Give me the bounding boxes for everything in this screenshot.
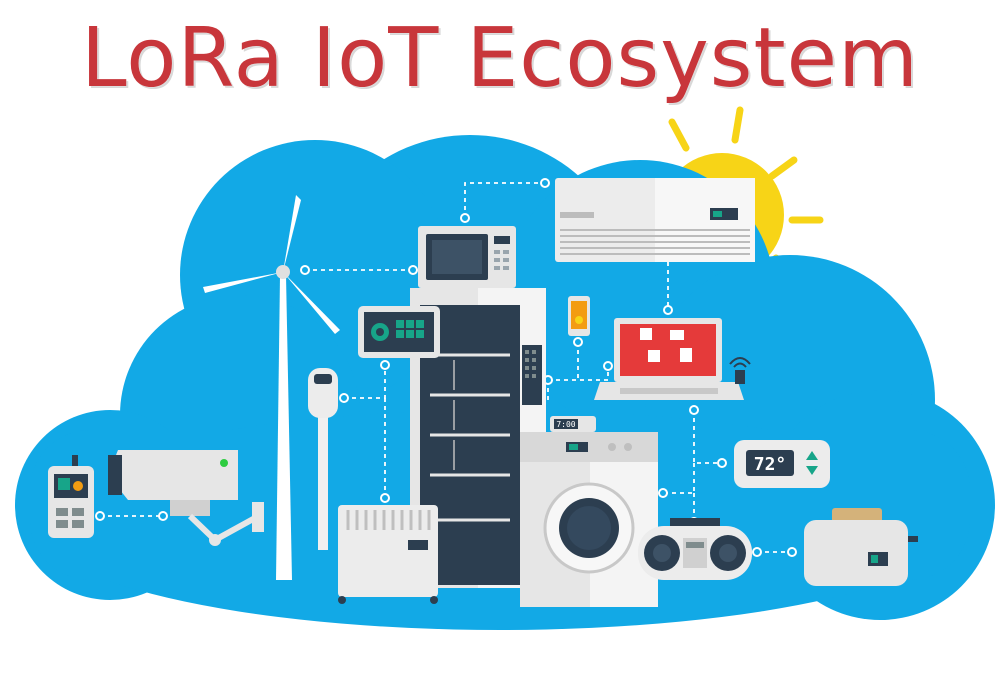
arrow-down-icon (806, 466, 818, 475)
wifi-router-icon (729, 357, 751, 384)
space-heater-icon (338, 505, 438, 604)
wind-turbine-icon (203, 195, 340, 580)
page-title: LoRa IoT Ecosystem (81, 11, 919, 106)
parking-meter-icon (308, 368, 338, 550)
boombox-icon (638, 518, 752, 580)
air-conditioner-icon (555, 178, 755, 262)
toaster-icon (804, 508, 918, 586)
gear-icon (371, 323, 389, 341)
laptop-icon (594, 318, 744, 400)
microwave-icon (418, 226, 516, 288)
tablet-icon (358, 306, 440, 358)
smartphone-icon (568, 296, 590, 336)
digital-clock-icon: 7:00 (550, 416, 596, 432)
arrow-up-icon (806, 451, 818, 460)
network-connectors (100, 182, 790, 553)
washing-machine-icon (520, 432, 658, 607)
security-camera-icon (108, 450, 264, 546)
walkie-talkie-icon (48, 455, 94, 538)
thermostat-icon: 72° (734, 440, 830, 488)
connector-nodes (95, 178, 797, 557)
thermostat-display: 72° (754, 454, 787, 475)
clock-display: 7:00 (556, 420, 575, 429)
